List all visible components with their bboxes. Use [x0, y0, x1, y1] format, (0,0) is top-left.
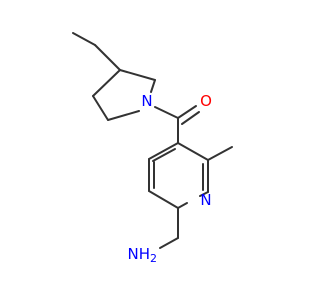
bond: [199, 191, 209, 197]
structure-canvas: O N N NH2: [72, 32, 233, 265]
pyridine-nitrogen-label: N: [200, 191, 211, 209]
amine-subscript: 2: [150, 252, 157, 265]
bond: [148, 190, 179, 209]
bond: [148, 142, 179, 160]
bond: [94, 44, 121, 71]
aminomethyl-group: [159, 207, 179, 249]
amine-nh-text: NH: [128, 245, 151, 263]
oxygen-atom-label: O: [200, 92, 212, 110]
bond: [92, 95, 109, 121]
ethyl-group: [72, 32, 121, 71]
bond: [207, 146, 233, 161]
bond: [177, 105, 197, 119]
molecule-drawing: O N N NH2: [72, 32, 233, 265]
pyrrolidine-nitrogen-label: N: [141, 92, 152, 110]
bond: [152, 148, 176, 162]
bond: [177, 142, 209, 161]
pyrrolidine-ring: [92, 69, 156, 121]
pyridine-ring: [148, 142, 209, 209]
bond: [177, 202, 188, 209]
bond: [92, 69, 121, 97]
carbonyl-group: [154, 105, 200, 144]
amine-label: NH2: [128, 245, 158, 265]
bond: [119, 69, 156, 81]
bond: [72, 32, 96, 46]
bond: [159, 237, 179, 249]
methyl-group: [207, 146, 233, 161]
bond: [181, 111, 200, 125]
bond: [150, 79, 156, 93]
bond: [107, 110, 140, 121]
bond: [154, 106, 179, 119]
